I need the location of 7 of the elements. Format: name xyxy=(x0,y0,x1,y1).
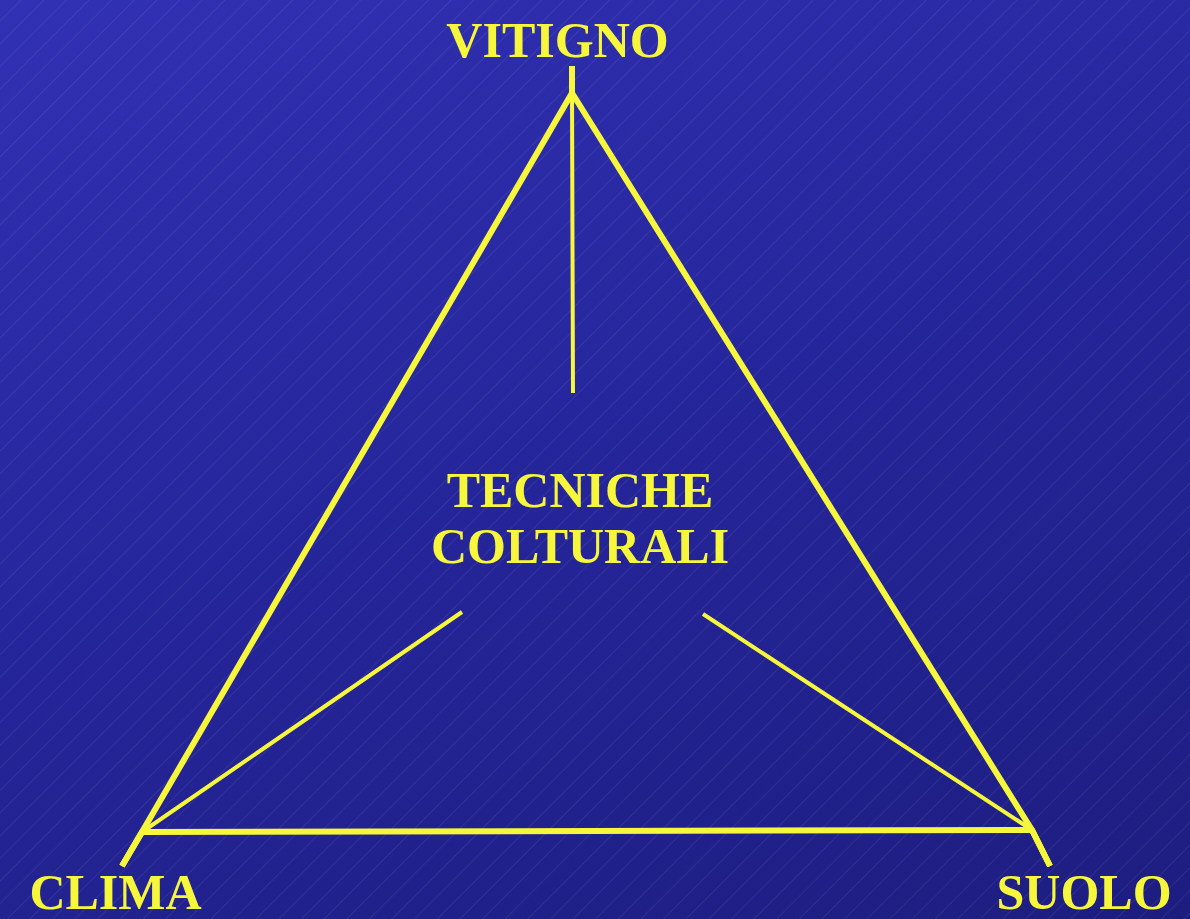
vertex-label: SUOLO xyxy=(978,864,1190,919)
connector-line xyxy=(120,610,464,867)
vertex-label: VITIGNO xyxy=(425,12,690,68)
connector-line xyxy=(701,612,1052,867)
vertex-label: CLIMA xyxy=(8,864,223,919)
center-label: TECNICHE COLTURALI xyxy=(400,462,760,574)
triangle-side xyxy=(119,827,1053,868)
